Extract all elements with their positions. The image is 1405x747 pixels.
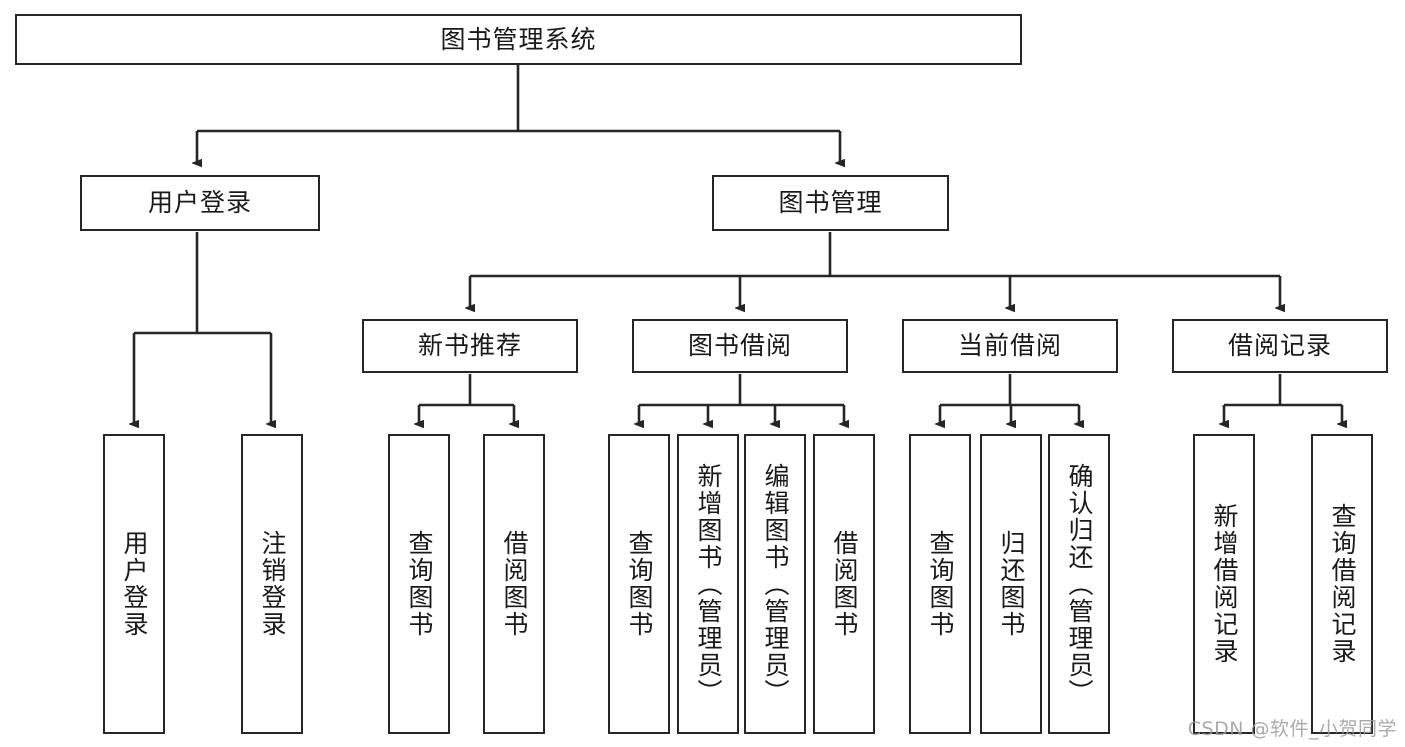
node-label: 借阅图书 [830,530,859,638]
node-label: 借阅记录 [1227,331,1332,361]
node-label: 图书借阅 [687,331,792,361]
leaf-return-book[interactable]: 归还图书 [980,434,1042,734]
node-label: 查询图书 [926,530,955,638]
node-label: 查询图书 [405,530,434,638]
leaf-query-book-borrow[interactable]: 查询图书 [608,434,670,734]
node-label: 当前借阅 [957,331,1062,361]
leaf-add-borrow-record[interactable]: 新增借阅记录 [1193,434,1255,734]
leaf-add-book-admin[interactable]: 新增图书（管理员） [677,434,739,734]
node-label: 图书管理系统 [440,24,597,54]
node-book-management[interactable]: 图书管理 [712,175,949,231]
node-label: 借阅图书 [500,530,529,638]
node-borrow-record[interactable]: 借阅记录 [1172,319,1388,373]
node-label: 新书推荐 [417,331,522,361]
node-label: 查询借阅记录 [1328,503,1357,665]
node-label: 注销登录 [258,530,287,638]
leaf-edit-book-admin[interactable]: 编辑图书（管理员） [744,434,806,734]
leaf-borrow-book[interactable]: 借阅图书 [813,434,875,734]
node-new-book-recommend[interactable]: 新书推荐 [362,319,578,373]
node-label: 确认归还（管理员） [1065,462,1094,706]
node-label: 用户登录 [147,188,252,218]
node-label: 编辑图书（管理员） [761,462,790,706]
node-root-system[interactable]: 图书管理系统 [15,14,1022,65]
node-label: 查询图书 [625,530,654,638]
leaf-confirm-return-admin[interactable]: 确认归还（管理员） [1048,434,1110,734]
leaf-query-book-new[interactable]: 查询图书 [388,434,450,734]
leaf-query-borrow-record[interactable]: 查询借阅记录 [1311,434,1373,734]
node-label: 新增借阅记录 [1210,503,1239,665]
node-label: 图书管理 [778,188,883,218]
leaf-user-login[interactable]: 用户登录 [103,434,165,734]
csdn-watermark: CSDN @软件_小贺同学 [1187,718,1397,740]
node-book-borrow[interactable]: 图书借阅 [632,319,848,373]
leaf-query-book-current[interactable]: 查询图书 [909,434,971,734]
node-label: 用户登录 [120,530,149,638]
leaf-borrow-book-new[interactable]: 借阅图书 [483,434,545,734]
leaf-logout[interactable]: 注销登录 [241,434,303,734]
node-current-borrow[interactable]: 当前借阅 [902,319,1118,373]
node-label: 归还图书 [997,530,1026,638]
node-user-login[interactable]: 用户登录 [80,175,320,231]
node-label: 新增图书（管理员） [694,462,723,706]
